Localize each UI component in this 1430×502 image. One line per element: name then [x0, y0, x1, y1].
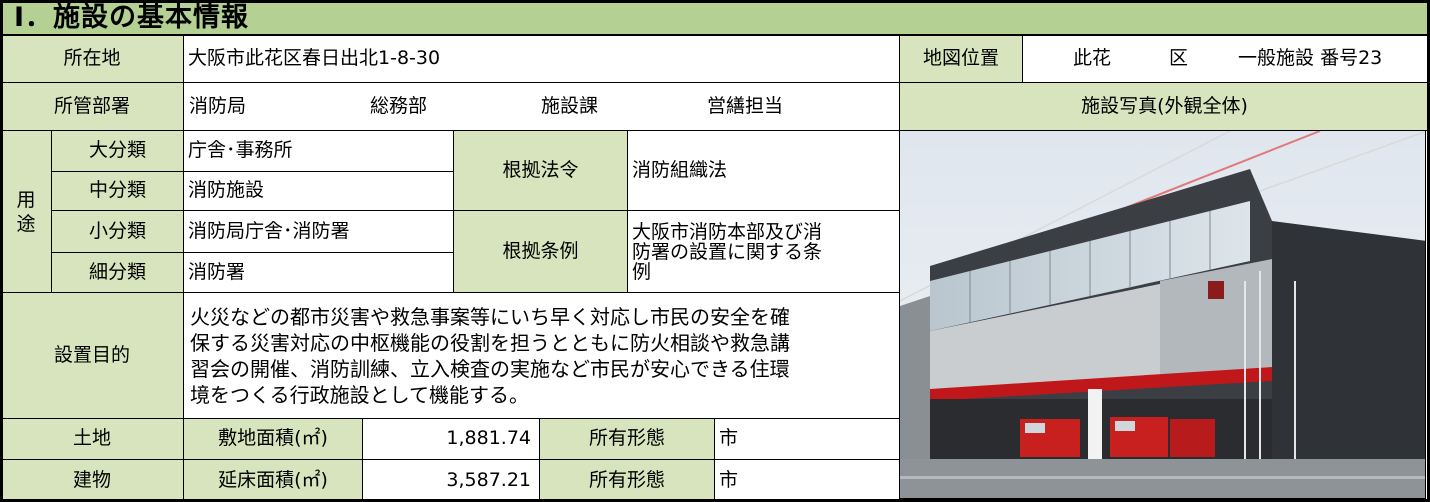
usage-label-bottom: 途: [16, 212, 36, 235]
purpose-line: 保する災害対応の中枢機能の役割を担うとともに防火相談や救急講: [190, 330, 790, 355]
purpose-line: 習会の開催、消防訓練、立入検査の実施など市民が安心できる住環: [190, 356, 790, 381]
land-area-value: 1,881.74: [362, 418, 540, 460]
usage-label-top: 用: [16, 188, 36, 211]
map-label: 地図位置: [899, 35, 1023, 83]
building-area-label: 延床面積(㎡): [183, 459, 363, 502]
law-label: 根拠法令: [453, 130, 628, 211]
land-label: 土地: [0, 418, 184, 460]
building-ownership-value: 市: [714, 459, 900, 502]
land-ownership-label: 所有形態: [539, 418, 715, 460]
detail-category-value: 消防署: [183, 252, 454, 293]
ordinance-label: 根拠条例: [453, 210, 628, 293]
map-ward: 此花: [1073, 47, 1112, 70]
department-section: 施設課: [541, 94, 599, 117]
map-value: 此花 区 一般施設 番号23: [1022, 35, 1430, 83]
building-label: 建物: [0, 459, 184, 502]
ordinance-value: 大阪市消防本部及び消 防署の設置に関する条 例: [627, 210, 900, 293]
facility-photo-illustration: [900, 131, 1425, 498]
map-category: 一般施設 番号23: [1238, 47, 1383, 70]
department-value: 消防局 総務部 施設課 営繕担当: [183, 82, 900, 131]
facility-photo: [899, 130, 1426, 499]
law-value: 消防組織法: [627, 130, 900, 211]
map-ward-suffix: 区: [1169, 47, 1189, 70]
detail-category-label: 細分類: [51, 252, 184, 293]
department-label: 所管部署: [0, 82, 184, 131]
minor-category-value: 消防局庁舎･消防署: [183, 210, 454, 253]
department-unit: 営繕担当: [707, 94, 784, 117]
department-division: 総務部: [370, 94, 428, 117]
ordinance-line: 例: [632, 260, 652, 283]
minor-category-label: 小分類: [51, 210, 184, 253]
purpose-line: 境をつくる行政施設として機能する。: [190, 382, 529, 407]
location-label: 所在地: [0, 35, 184, 83]
land-area-label: 敷地面積(㎡): [183, 418, 363, 460]
purpose-value: 火災などの都市災害や救急事案等にいち早く対応し市民の安全を確 保する災害対応の中…: [183, 292, 900, 419]
middle-category-label: 中分類: [51, 171, 184, 211]
department-bureau: 消防局: [189, 94, 247, 117]
building-area-value: 3,587.21: [362, 459, 540, 502]
major-category-value: 庁舎･事務所: [183, 130, 454, 172]
ordinance-line: 防署の設置に関する条: [632, 240, 823, 263]
purpose-label: 設置目的: [0, 292, 184, 419]
usage-label: 用 途: [0, 130, 52, 293]
major-category-label: 大分類: [51, 130, 184, 172]
page-title: Ⅰ．施設の基本情報: [0, 0, 1430, 36]
middle-category-value: 消防施設: [183, 171, 454, 211]
photo-label: 施設写真(外観全体): [899, 82, 1430, 131]
ordinance-line: 大阪市消防本部及び消: [632, 220, 823, 243]
land-ownership-value: 市: [714, 418, 900, 460]
location-value: 大阪市此花区春日出北1-8-30: [183, 35, 900, 83]
building-ownership-label: 所有形態: [539, 459, 715, 502]
purpose-line: 火災などの都市災害や救急事案等にいち早く対応し市民の安全を確: [190, 304, 790, 329]
